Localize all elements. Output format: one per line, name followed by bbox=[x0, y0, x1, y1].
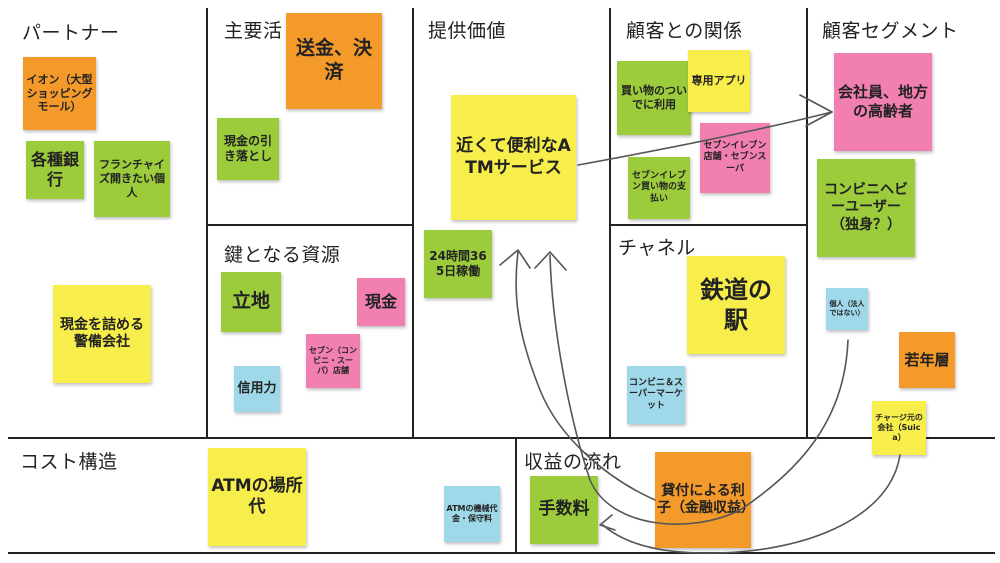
sticky-note-workers-elderly: 会社員、地方の高齢者 bbox=[834, 53, 932, 151]
sticky-note-remittance: 送金、決済 bbox=[286, 13, 382, 109]
sticky-note-fees: 手数料 bbox=[530, 476, 598, 544]
heading-cost-structure: コスト構造 bbox=[20, 451, 118, 473]
sticky-note-banks: 各種銀行 bbox=[26, 141, 84, 199]
sticky-note-dedicated-app: 専用アプリ bbox=[688, 50, 750, 112]
arrowhead-value-left bbox=[499, 249, 531, 269]
heading-customer-relationships: 顧客との関係 bbox=[626, 20, 743, 42]
sticky-note-seven-stores: セブン（コンビニ・スーパ）店舗 bbox=[306, 334, 360, 388]
sticky-note-24h-operation: 24時間365日稼働 bbox=[424, 230, 492, 298]
grid-line bbox=[8, 437, 995, 439]
sticky-note-heavy-users: コンビニヘビーユーザー（独身？） bbox=[817, 159, 915, 257]
grid-line bbox=[609, 224, 806, 226]
heading-key-activities: 主要活 bbox=[224, 20, 283, 42]
heading-revenue-streams: 収益の流れ bbox=[524, 451, 622, 473]
sticky-note-location: 立地 bbox=[221, 272, 281, 332]
sticky-note-seven-payment: セブンイレブン買い物の支払い bbox=[628, 157, 690, 219]
heading-key-resources: 鍵となる資源 bbox=[224, 244, 341, 266]
sticky-note-railway-station: 鉄道の駅 bbox=[687, 256, 785, 354]
grid-line bbox=[8, 552, 995, 554]
grid-line bbox=[806, 8, 808, 438]
heading-customer-segments: 顧客セグメント bbox=[822, 20, 959, 42]
sticky-note-interest-income: 貸付による利子（金融収益） bbox=[655, 452, 755, 548]
grid-line bbox=[609, 8, 611, 438]
heading-value-proposition: 提供価値 bbox=[428, 20, 507, 42]
grid-line bbox=[206, 8, 208, 438]
sticky-note-aeon: イオン（大型ショッピングモール） bbox=[23, 57, 96, 130]
grid-line bbox=[206, 224, 412, 226]
sticky-note-individuals: 個人（法人ではない） bbox=[826, 288, 868, 330]
arrowhead-fees bbox=[599, 514, 616, 531]
sticky-note-convenience-supermarket: コンビニ＆スーパーマーケット bbox=[627, 366, 685, 424]
grid-line bbox=[515, 437, 517, 552]
heading-channels: チャネル bbox=[618, 237, 696, 259]
sticky-note-cash: 現金 bbox=[357, 278, 405, 326]
sticky-note-seven-store-super: セブンイレブン店舗・セブンスーパ bbox=[700, 123, 770, 193]
sticky-note-charge-company: チャージ元の会社（Suica） bbox=[872, 401, 926, 455]
sticky-note-credit: 信用力 bbox=[234, 366, 280, 412]
sticky-note-franchise: フランチャイズ開きたい個人 bbox=[94, 141, 170, 217]
sticky-note-security-company: 現金を詰める警備会社 bbox=[53, 285, 151, 383]
sticky-note-cash-withdrawal: 現金の引き落とし bbox=[217, 118, 279, 180]
arrowhead-value-right bbox=[534, 251, 567, 271]
heading-partners: パートナー bbox=[22, 22, 120, 44]
sticky-note-shopping-use: 買い物のついでに利用 bbox=[617, 61, 691, 135]
sticky-note-young-people: 若年層 bbox=[899, 332, 955, 388]
sticky-note-convenient-atm: 近くて便利なATMサービス bbox=[451, 95, 576, 220]
sticky-note-atm-machine-cost: ATMの機械代金・保守料 bbox=[444, 486, 500, 542]
grid-line bbox=[412, 8, 414, 438]
sticky-note-atm-site-fee: ATMの場所代 bbox=[208, 448, 306, 546]
arrowhead-segment bbox=[799, 94, 833, 127]
